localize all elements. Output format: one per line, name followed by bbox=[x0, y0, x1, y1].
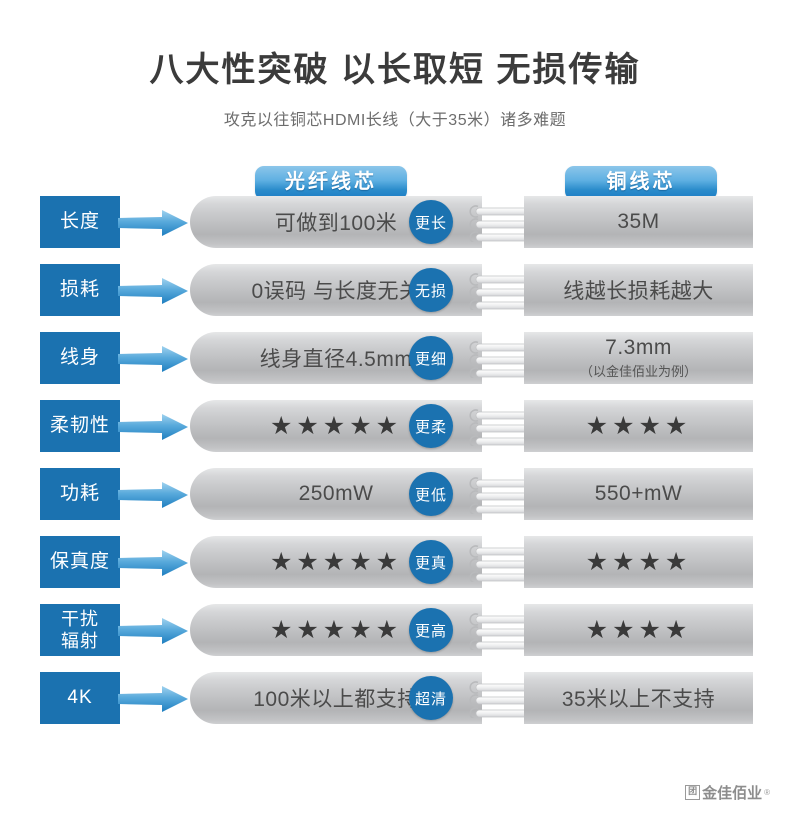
arrow-right-icon bbox=[118, 413, 188, 441]
copper-star-rating: ★★★★ bbox=[585, 548, 692, 576]
label-line: 柔韧性 bbox=[49, 415, 110, 436]
copper-cell: 550+mW bbox=[524, 468, 753, 520]
footer-logo: 团 金佳佰业 ® bbox=[685, 782, 770, 803]
advantage-badge: 超清 bbox=[409, 676, 453, 720]
label-line: 辐射 bbox=[61, 631, 99, 651]
advantage-badge: 更高 bbox=[409, 608, 453, 652]
brand-mark-icon: 团 bbox=[685, 785, 701, 800]
label-line: 长度 bbox=[59, 211, 100, 232]
page-title: 八大性突破 以长取短 无损传输 bbox=[149, 51, 641, 89]
copper-cell: 35米以上不支持 bbox=[524, 672, 753, 724]
advantage-badge: 更真 bbox=[409, 540, 453, 584]
row-label-4K: 4K bbox=[40, 672, 120, 724]
row-label-保真度: 保真度 bbox=[40, 536, 120, 588]
fiber-value: 0误码 与长度无关 bbox=[251, 280, 421, 303]
label-line: 功耗 bbox=[59, 483, 100, 504]
copper-cell: ★★★★ bbox=[524, 604, 753, 656]
arrow-right-icon bbox=[118, 549, 188, 577]
copper-value: 35M bbox=[617, 210, 660, 233]
comparison-row: 保真度 ★★★★★更真 ★★★★ bbox=[0, 536, 790, 588]
arrow-right-icon bbox=[118, 481, 188, 509]
copper-star-rating: ★★★★ bbox=[585, 412, 692, 440]
copper-value: 550+mW bbox=[594, 482, 683, 505]
advantage-badge: 无损 bbox=[409, 268, 453, 312]
arrow-right-icon bbox=[118, 209, 188, 237]
row-label-功耗: 功耗 bbox=[40, 468, 120, 520]
arrow-right-icon bbox=[118, 277, 188, 305]
copper-value: 7.3mm bbox=[605, 336, 672, 359]
copper-cell: ★★★★ bbox=[524, 536, 753, 588]
brand-name: 金佳佰业 bbox=[702, 785, 763, 802]
column-header-copper: 铜线芯 bbox=[565, 166, 717, 200]
label-line: 损耗 bbox=[59, 279, 100, 300]
row-label-损耗: 损耗 bbox=[40, 264, 120, 316]
arrow-right-icon bbox=[118, 345, 188, 373]
advantage-badge: 更细 bbox=[409, 336, 453, 380]
advantage-badge: 更柔 bbox=[409, 404, 453, 448]
fiber-value: 可做到100米 bbox=[274, 212, 398, 235]
copper-cell: 7.3mm （以金佳佰业为例） bbox=[524, 332, 753, 384]
label-line: 保真度 bbox=[49, 551, 110, 572]
arrow-right-icon bbox=[118, 617, 188, 645]
comparison-row: 柔韧性 ★★★★★更柔 ★★★★ bbox=[0, 400, 790, 452]
copper-value-note: （以金佳佰业为例） bbox=[579, 364, 697, 379]
label-line: 线身 bbox=[59, 347, 100, 368]
copper-star-rating: ★★★★ bbox=[585, 616, 692, 644]
fiber-value: 250mW bbox=[298, 482, 374, 505]
copper-cell: 线越长损耗越大 bbox=[524, 264, 753, 316]
fiber-star-rating: ★★★★★ bbox=[269, 548, 403, 576]
row-label-长度: 长度 bbox=[40, 196, 120, 248]
row-label-柔韧性: 柔韧性 bbox=[40, 400, 120, 452]
comparison-row: 干扰辐射 ★★★★★更高 ★★★★ bbox=[0, 604, 790, 656]
fiber-value: 线身直径4.5mm bbox=[259, 348, 413, 371]
column-header-fiber: 光纤线芯 bbox=[255, 166, 407, 200]
comparison-row: 损耗 0误码 与长度无关无损 线越长损耗越大 bbox=[0, 264, 790, 316]
arrow-right-icon bbox=[118, 685, 188, 713]
copper-cell: 35M bbox=[524, 196, 753, 248]
registered-trademark-icon: ® bbox=[764, 788, 770, 797]
row-label-干扰辐射: 干扰辐射 bbox=[40, 604, 120, 656]
comparison-row: 4K 100米以上都支持超清 35米以上不支持 bbox=[0, 672, 790, 724]
fiber-star-rating: ★★★★★ bbox=[269, 412, 403, 440]
copper-cell: ★★★★ bbox=[524, 400, 753, 452]
advantage-badge: 更低 bbox=[409, 472, 453, 516]
comparison-row: 长度 可做到100米更长 35M bbox=[0, 196, 790, 248]
comparison-row: 功耗 250mW 更低 550+mW bbox=[0, 468, 790, 520]
fiber-value: 100米以上都支持 bbox=[253, 688, 419, 711]
page-subtitle: 攻克以往铜芯HDMI长线（大于35米）诸多难题 bbox=[223, 112, 567, 129]
label-line: 4K bbox=[67, 687, 93, 708]
copper-value: 线越长损耗越大 bbox=[563, 280, 714, 303]
label-line: 干扰 bbox=[61, 609, 99, 629]
copper-value: 35米以上不支持 bbox=[561, 688, 716, 711]
fiber-star-rating: ★★★★★ bbox=[269, 616, 403, 644]
advantage-badge: 更长 bbox=[409, 200, 453, 244]
row-label-线身: 线身 bbox=[40, 332, 120, 384]
